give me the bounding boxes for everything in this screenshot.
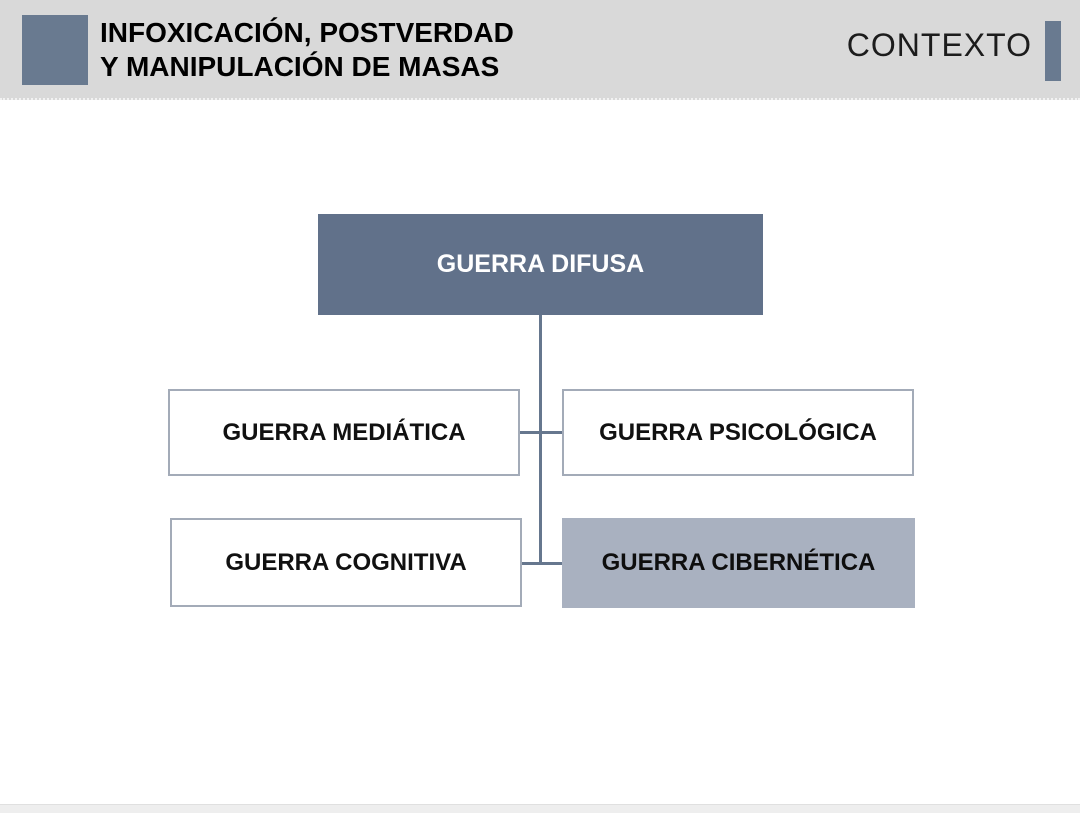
slide-title: INFOXICACIÓN, POSTVERDAD Y MANIPULACIÓN … [100, 16, 514, 84]
slide-title-line1: INFOXICACIÓN, POSTVERDAD [100, 17, 514, 48]
diagram-box-guerra-cognitiva: GUERRA COGNITIVA [170, 518, 522, 607]
header-accent-square [22, 15, 88, 85]
diagram-box-guerra-mediatica: GUERRA MEDIÁTICA [168, 389, 520, 476]
slide-header: INFOXICACIÓN, POSTVERDAD Y MANIPULACIÓN … [0, 0, 1080, 100]
connector-vertical [539, 315, 542, 565]
context-label: CONTEXTO [846, 27, 1032, 63]
slide-title-line2: Y MANIPULACIÓN DE MASAS [100, 51, 500, 82]
diagram-box-guerra-cibernetica: GUERRA CIBERNÉTICA [562, 518, 915, 608]
connector-row2-horizontal [522, 562, 562, 565]
hierarchy-diagram: GUERRA DIFUSA GUERRA MEDIÁTICA GUERRA PS… [0, 100, 1080, 804]
bottom-strip [0, 804, 1080, 813]
diagram-box-guerra-psicologica: GUERRA PSICOLÓGICA [562, 389, 914, 476]
header-accent-bar [1045, 21, 1061, 81]
connector-row1-horizontal [520, 431, 562, 434]
diagram-box-guerra-difusa: GUERRA DIFUSA [318, 214, 763, 315]
